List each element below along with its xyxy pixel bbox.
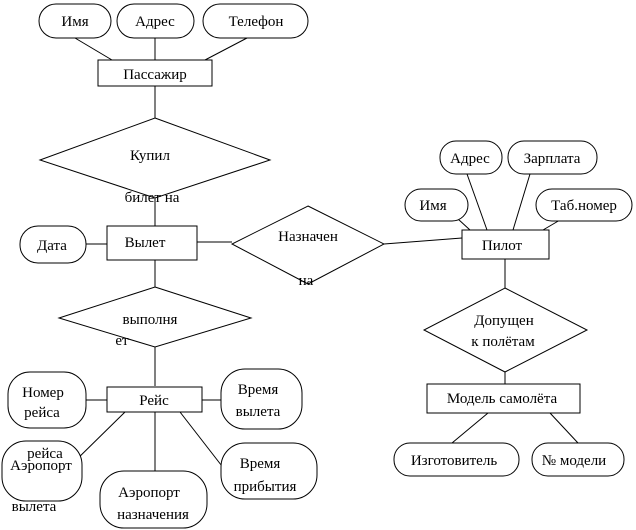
attr-model-manufacturer-label: Изготовитель xyxy=(411,453,498,469)
attr-passenger-name-label: Имя xyxy=(61,14,88,30)
attr-passenger-phone: Телефон xyxy=(202,3,309,39)
entity-flight-label: Вылет xyxy=(125,235,166,251)
relationship-assigned-label-1: Назначен xyxy=(278,229,338,245)
attr-route-departure-time-label-2: вылета xyxy=(236,404,281,420)
attr-route-arrival-time-label-2: прибытия xyxy=(234,479,297,495)
attr-pilot-address-label: Адрес xyxy=(450,151,490,167)
attr-route-number-label-2: рейса xyxy=(24,405,60,421)
entity-route: Рейс xyxy=(106,386,203,413)
attr-model-number-label: № модели xyxy=(542,453,606,469)
entity-plane-model: Модель самолёта xyxy=(426,383,581,414)
attr-route-dep-airport-label-1: Аэропорт xyxy=(10,458,72,474)
attr-pilot-name: Имя xyxy=(404,188,469,222)
attr-route-dep-airport-overlap-label: рейса xyxy=(27,446,63,462)
attr-route-dest-airport-label-1: Аэропорт xyxy=(118,485,180,501)
attr-route-arrival-time: Время прибытия xyxy=(220,442,318,500)
entity-pilot-label: Пилот xyxy=(482,238,523,254)
attr-route-dest-airport: Аэропорт назначения xyxy=(99,470,208,529)
attr-pilot-tab-number: Таб.номер xyxy=(535,188,633,222)
entity-pilot: Пилот xyxy=(461,229,550,260)
relationship-admitted-label-1: Допущен xyxy=(474,313,534,329)
relationship-bought-label-1: Купил xyxy=(130,148,170,164)
attr-model-manufacturer: Изготовитель xyxy=(393,442,520,477)
attr-route-dest-airport-label-2: назначения xyxy=(117,507,189,523)
attr-passenger-address-label: Адрес xyxy=(135,14,175,30)
attr-route-departure-time-label-1: Время xyxy=(238,382,279,398)
attr-passenger-address: Адрес xyxy=(116,3,195,39)
attr-passenger-phone-label: Телефон xyxy=(229,14,284,30)
relationship-assigned: Назначен xyxy=(230,205,386,285)
relationship-assigned-label-2: на xyxy=(299,273,314,289)
relationship-admitted-label-2: к полётам xyxy=(471,334,535,350)
attr-route-number-label-1: Номер xyxy=(22,385,64,401)
entity-plane-model-label: Модель самолёта xyxy=(447,391,558,407)
attr-flight-date: Дата xyxy=(19,225,87,264)
attr-pilot-name-label: Имя xyxy=(419,198,446,214)
relationship-bought: Купил xyxy=(38,117,272,199)
attr-route-number: Номер рейса xyxy=(7,371,87,429)
relationship-admitted: Допущен к полётам xyxy=(422,287,589,373)
relationship-performs: выполня xyxy=(57,286,253,348)
attr-pilot-salary-label: Зарплата xyxy=(524,151,581,167)
relationship-performs-label-1: выполня xyxy=(123,312,178,328)
relationship-performs-label-2: ет xyxy=(115,333,129,349)
attr-route-departure-time: Время вылета xyxy=(220,368,303,430)
attr-pilot-tab-number-label: Таб.номер xyxy=(551,198,617,214)
attr-pilot-salary: Зарплата xyxy=(507,140,598,175)
attr-route-arrival-time-label-1: Время xyxy=(240,456,281,472)
attr-flight-date-label: Дата xyxy=(37,238,67,254)
attr-model-number: № модели xyxy=(531,442,625,477)
attr-pilot-address: Адрес xyxy=(439,140,503,175)
attr-route-dep-airport-label-2: вылета xyxy=(12,499,57,515)
entity-passenger-label: Пассажир xyxy=(123,67,187,83)
relationship-bought-label-2: билет на xyxy=(125,190,180,206)
entity-passenger: Пассажир xyxy=(97,59,213,87)
attr-route-dep-airport: рейса Аэропорт вылета xyxy=(1,440,83,515)
entity-route-label: Рейс xyxy=(139,393,169,409)
entity-flight: Вылет xyxy=(106,225,198,261)
attr-passenger-name: Имя xyxy=(38,3,112,39)
